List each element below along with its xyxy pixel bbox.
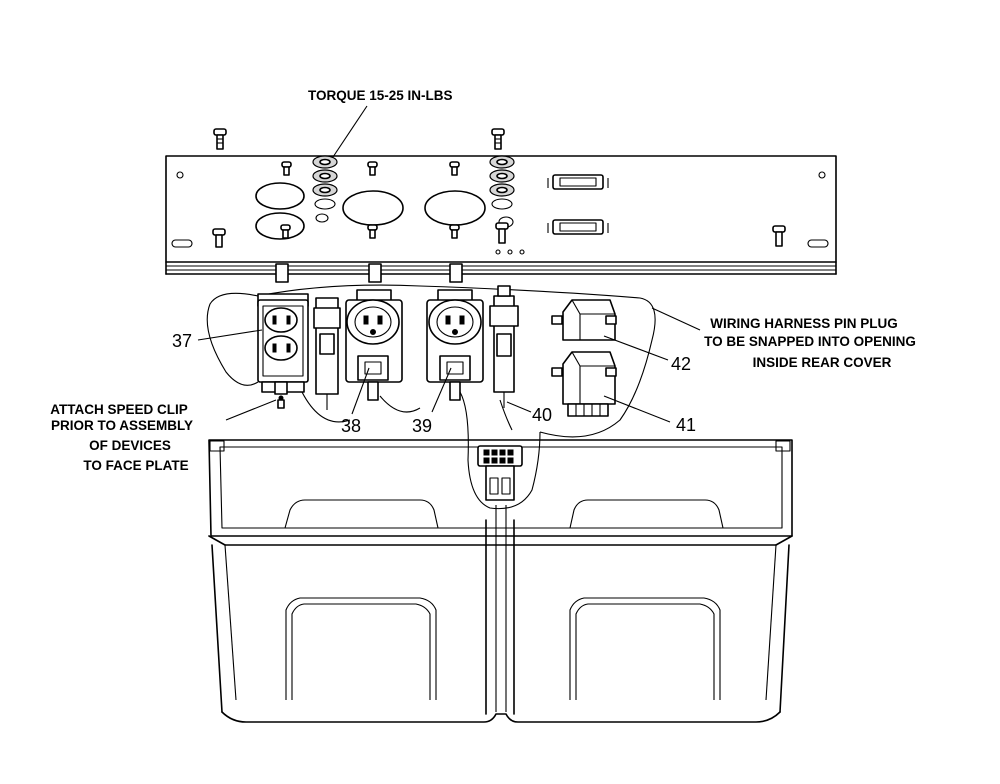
- twist-lock-receptacle-39: [426, 263, 484, 401]
- circuit-breaker-left: [313, 297, 341, 410]
- clip-callout-line-3: OF DEVICES: [89, 438, 171, 453]
- part-number-37: 37: [172, 331, 192, 351]
- part-numbers: 37 38 39 40 41 42: [172, 331, 696, 436]
- clip-callout-line-1: ATTACH SPEED CLIP: [50, 402, 188, 417]
- torque-callout-text: TORQUE 15-25 IN-LBS: [308, 88, 453, 103]
- part-number-39: 39: [412, 416, 432, 436]
- callout-speed-clip: ATTACH SPEED CLIP PRIOR TO ASSEMBLY OF D…: [50, 402, 193, 473]
- callout-torque: TORQUE 15-25 IN-LBS: [308, 88, 453, 103]
- callout-harness: WIRING HARNESS PIN PLUG TO BE SNAPPED IN…: [704, 316, 916, 370]
- part-number-41: 41: [676, 415, 696, 435]
- part-number-40: 40: [532, 405, 552, 425]
- outlet-41: [551, 351, 617, 417]
- torque-nut-stack-right: [489, 155, 515, 210]
- torque-nut-stack-left: [312, 155, 338, 210]
- clip-callout-line-2: PRIOR TO ASSEMBLY: [51, 418, 193, 433]
- wiring-harness: [206, 284, 656, 510]
- leader-lines: [197, 105, 701, 423]
- mounting-screws: [212, 128, 786, 248]
- duplex-receptacle-37: [257, 263, 309, 409]
- outlet-42: [551, 299, 617, 341]
- clip-callout-line-4: TO FACE PLATE: [83, 458, 188, 473]
- twist-lock-receptacle-38: [345, 263, 403, 401]
- part-number-38: 38: [341, 416, 361, 436]
- harness-callout-line-3: INSIDE REAR COVER: [753, 355, 892, 370]
- circuit-breaker-40: [489, 285, 519, 408]
- harness-callout-line-1: WIRING HARNESS PIN PLUG: [710, 316, 898, 331]
- part-number-42: 42: [671, 354, 691, 374]
- harness-callout-line-2: TO BE SNAPPED INTO OPENING: [704, 334, 916, 349]
